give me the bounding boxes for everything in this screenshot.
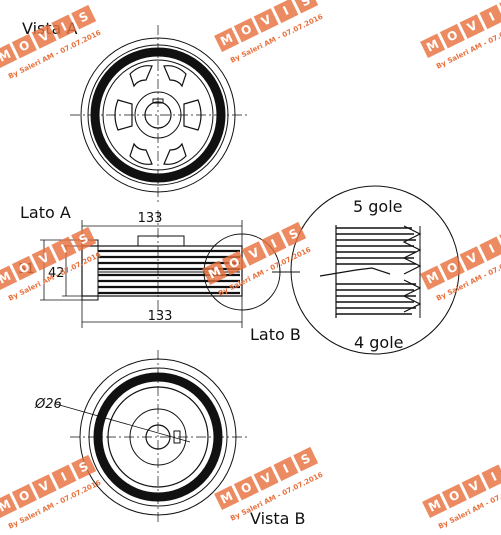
watermark-letter-box [459,14,485,39]
watermark-letter: M [218,489,235,507]
watermark-letter: M [206,264,223,282]
lato-a-label: Lato A [20,203,71,222]
watermark-letter-box [459,246,485,271]
watermark-letter-box [293,446,319,472]
vista-b-view [55,350,250,525]
watermark-letter-box [281,221,307,247]
watermark-letter-box [71,226,97,252]
watermark-letter: I [281,4,291,19]
watermark-letter: I [487,10,497,25]
grooves-bottom-label: 4 gole [354,333,404,352]
watermark-letter-box [214,485,240,510]
watermark-letter-box [253,466,279,491]
watermark-letter: I [59,470,69,485]
watermark-letter: I [487,242,497,257]
vista-a-view [70,25,250,205]
watermark-letter-box [422,493,448,518]
watermark-letter: I [281,462,291,477]
watermark-letter: S [299,0,313,9]
watermark-letter: M [218,31,235,49]
dim-height-inner: 42 [48,266,65,281]
watermark-letter-box [11,33,37,59]
watermark-letter-box [51,14,77,40]
watermark-letter-box [420,33,446,58]
watermark-letter: M [424,37,441,55]
dim-width-top: 133 [138,211,163,226]
watermark-letter-box [51,236,77,262]
watermark-letter-box [31,24,57,49]
watermark-letter: M [424,269,441,287]
watermark-letter-box [214,27,240,52]
lato-b-label: Lato B [250,325,301,344]
watermark-letter-box [479,236,501,262]
watermark-letter-box [481,464,501,490]
watermark-letter: I [59,242,69,257]
watermark-letter-box [0,493,18,518]
watermark-letter-box [11,483,37,509]
watermark-letter-box [273,0,299,24]
watermark-letter-box [31,246,57,271]
watermark-letter-box [241,241,267,266]
watermark-letter-box [439,23,465,49]
watermark-letter-box [439,255,465,281]
watermark-letter-box [233,475,259,501]
watermark-letter-box [461,474,487,499]
grooves-top-label: 5 gole [353,197,403,216]
watermark-letter-box [293,0,319,14]
watermark-letter-box [221,250,247,276]
watermark-letter-box [0,43,18,68]
watermark-letter-box [51,464,77,490]
watermark-letter-box [233,17,259,43]
watermark-letter-box [11,255,37,281]
watermark-letter-box [0,265,18,290]
watermark-letter: M [426,497,443,515]
watermark-letter-box [273,456,299,482]
watermark-letter-box [441,483,467,509]
dim-bore: Ø26 [34,397,62,412]
watermark-letter-box [71,4,97,30]
watermark-letter-box [31,474,57,499]
watermark-letter-box [420,265,446,290]
watermark-letter-box [253,8,279,33]
watermark-letter-box [261,231,287,257]
vista-b-label: Vista B [250,509,306,528]
watermark-letter-box [202,260,228,285]
watermark-letter-box [71,454,97,480]
watermark-letter: I [269,237,279,252]
watermark-letter-box [479,4,501,30]
dim-width-bottom: 133 [148,309,173,324]
watermark-letter: I [59,20,69,35]
watermark-letter: I [489,470,499,485]
